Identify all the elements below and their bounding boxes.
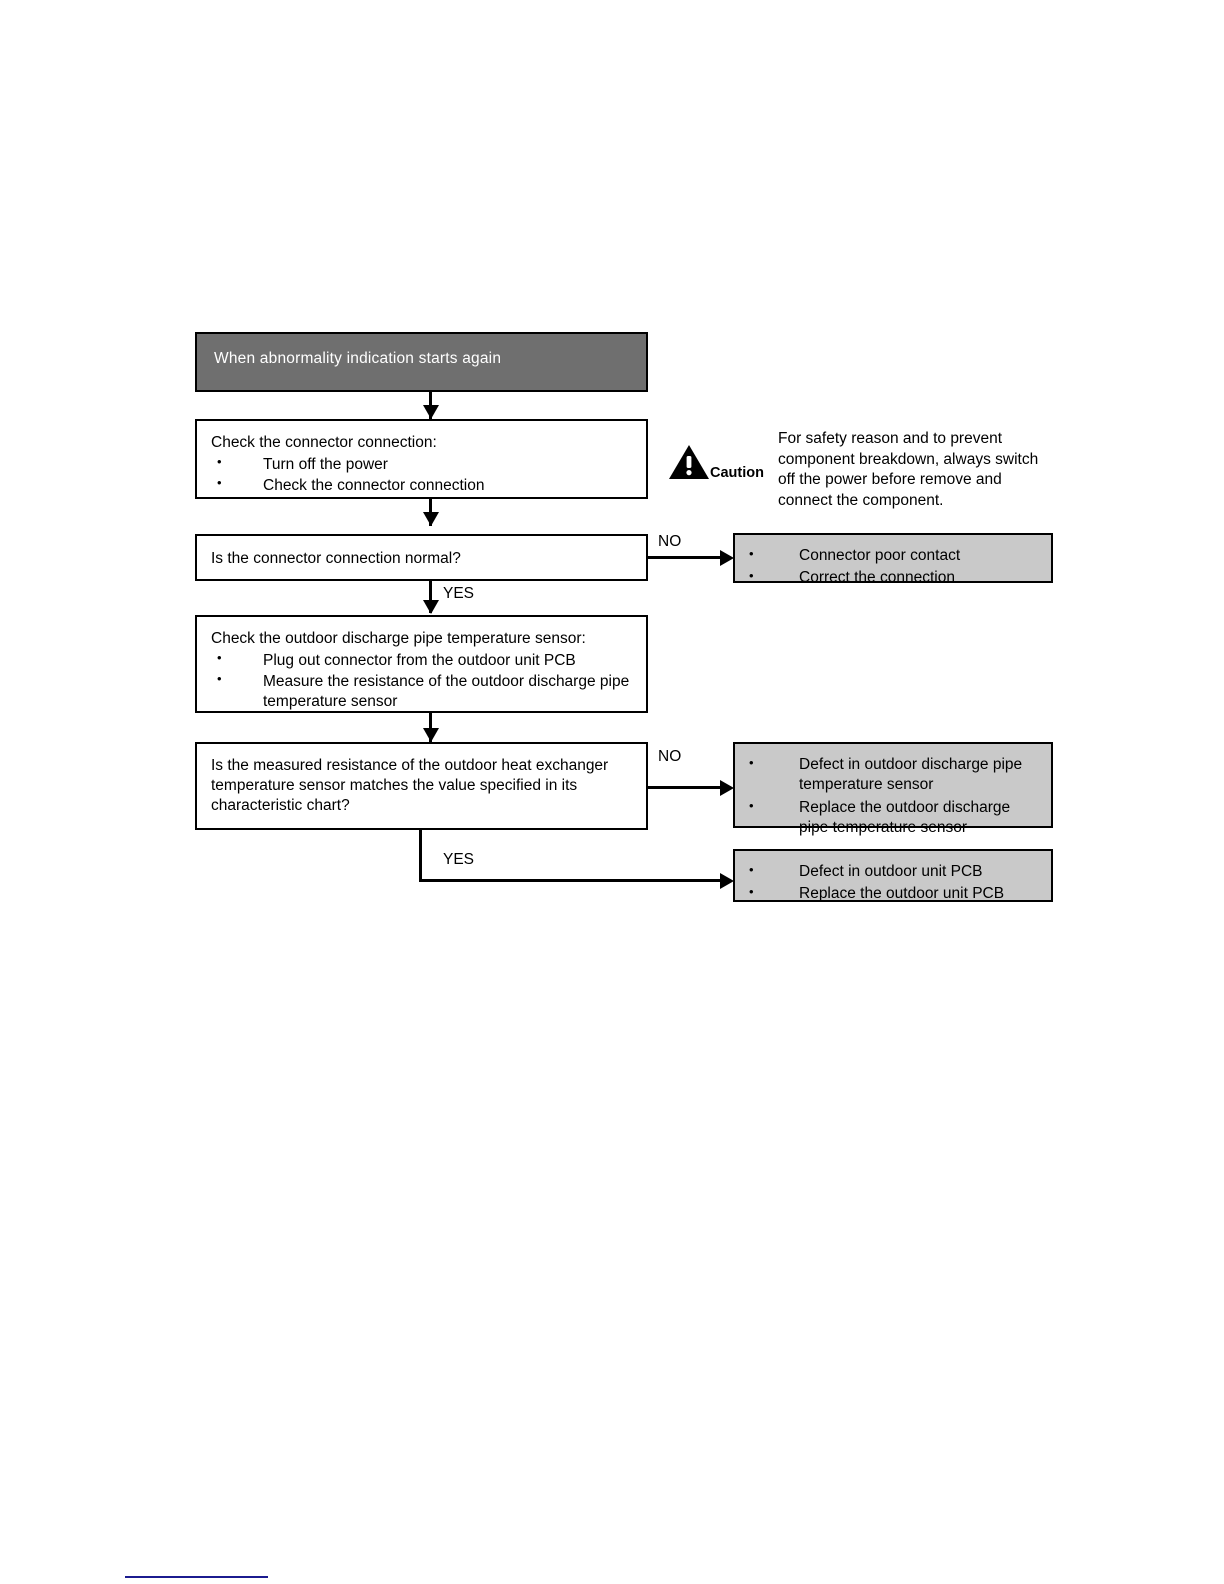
flow-node-decision-2-question: Is the measured resistance of the outdoo… — [211, 757, 609, 815]
edge-label-decision1-yes: YES — [443, 585, 475, 602]
arrowhead-decision2-no — [720, 780, 734, 796]
edge-label-decision1-no: NO — [658, 533, 682, 550]
arrowhead-step1-to-decision1 — [423, 512, 439, 526]
arrowhead-start-to-step1 — [423, 405, 439, 419]
flow-node-outcome-1: Connector poor contact Correct the conne… — [733, 533, 1053, 586]
caution-label: Caution — [710, 465, 764, 481]
caution-note: Caution For safety reason and to prevent… — [660, 425, 1040, 509]
arrowhead-decision1-yes — [423, 600, 439, 614]
list-item: Plug out connector from the outdoor unit… — [211, 650, 638, 671]
flow-node-outcome-2-list: Defect in outdoor discharge pipe tempera… — [745, 754, 1043, 841]
flow-node-step-1-bullets: Turn off the power Check the connector c… — [211, 454, 638, 496]
flow-node-step-1: Check the connector connection: Turn off… — [195, 419, 648, 499]
list-item: Measure the resistance of the outdoor di… — [211, 671, 638, 712]
connector-decision2-yes-vertical — [419, 830, 422, 882]
flow-node-step-1-title: Check the connector connection: — [211, 434, 437, 451]
connector-decision1-yes — [429, 581, 432, 613]
flow-node-step-2: Check the outdoor discharge pipe tempera… — [195, 615, 648, 713]
edge-label-decision2-no: NO — [658, 748, 682, 765]
flow-node-start-label: When abnormality indication starts again — [214, 350, 502, 367]
warning-triangle-icon — [668, 443, 710, 481]
flow-node-outcome-1-list: Connector poor contact Correct the conne… — [745, 545, 1043, 591]
connector-step2-to-decision2 — [429, 713, 432, 742]
list-item: Connector poor contact — [745, 545, 1043, 566]
list-item: Replace the outdoor discharge pipe tempe… — [745, 797, 1043, 839]
arrowhead-decision1-no — [720, 550, 734, 566]
list-item: Correct the connection — [745, 567, 1043, 588]
flow-node-outcome-2: Defect in outdoor discharge pipe tempera… — [733, 742, 1053, 836]
flow-node-step-1-content: Check the connector connection: Turn off… — [211, 433, 638, 496]
flow-node-outcome-3: Defect in outdoor unit PCB Replace the o… — [733, 849, 1053, 902]
list-item: Defect in outdoor unit PCB — [745, 861, 1043, 882]
flow-node-step-2-bullets: Plug out connector from the outdoor unit… — [211, 650, 638, 712]
connector-decision2-no — [648, 786, 725, 789]
list-item: Check the connector connection — [211, 475, 638, 496]
arrowhead-step2-to-decision2 — [423, 728, 439, 742]
flow-node-step-2-content: Check the outdoor discharge pipe tempera… — [211, 629, 638, 713]
connector-decision1-no — [648, 556, 725, 559]
flow-node-start: When abnormality indication starts again — [195, 332, 648, 392]
caution-text: For safety reason and to prevent compone… — [778, 430, 1039, 509]
footer-divider — [125, 1576, 268, 1578]
connector-decision2-yes-horizontal — [419, 879, 725, 882]
list-item: Defect in outdoor discharge pipe tempera… — [745, 754, 1043, 796]
flow-node-decision-1: Is the connector connection normal? — [195, 534, 648, 581]
flow-node-outcome-3-list: Defect in outdoor unit PCB Replace the o… — [745, 861, 1043, 907]
flow-node-decision-2: Is the measured resistance of the outdoo… — [195, 742, 648, 830]
list-item: Replace the outdoor unit PCB — [745, 883, 1043, 904]
edge-label-decision2-yes: YES — [443, 851, 475, 868]
list-item: Turn off the power — [211, 454, 638, 475]
flow-node-decision-1-question: Is the connector connection normal? — [211, 550, 461, 567]
arrowhead-decision2-yes — [720, 873, 734, 889]
flow-node-step-2-title: Check the outdoor discharge pipe tempera… — [211, 630, 586, 647]
